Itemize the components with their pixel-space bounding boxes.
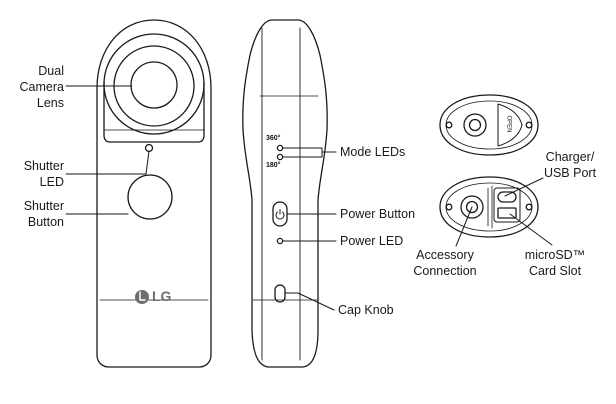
leader-charger-usb	[504, 177, 544, 197]
front-body-outline	[96, 19, 212, 368]
cap-knob[interactable]	[274, 284, 286, 303]
cap-closed-inner	[445, 100, 533, 150]
accessory-connection-inner	[465, 200, 479, 214]
lg-logo-mark	[139, 291, 146, 301]
leader-microsd	[509, 213, 553, 246]
lg-logo-circle	[135, 290, 149, 304]
cap-open-outline	[439, 176, 539, 238]
leader-shutter-led-2	[145, 150, 150, 175]
label-dual-camera-lens: Dual Camera Lens	[20, 63, 64, 111]
cap-closed-screw-right	[525, 121, 533, 129]
brand-logo-text: LG	[152, 288, 172, 304]
mode-led-360	[276, 144, 284, 152]
label-line: Shutter	[23, 199, 64, 213]
side-body-outline	[242, 19, 328, 368]
cap-open-screw-right	[525, 203, 533, 211]
label-line: Card Slot	[528, 264, 582, 278]
label-microsd-card-slot: microSD™ Card Slot	[515, 247, 595, 279]
front-view	[96, 19, 212, 368]
label-line: Shutter	[23, 159, 64, 173]
marking-180: 180°	[266, 162, 281, 169]
front-lens-housing	[103, 81, 205, 143]
microsd-slot[interactable]	[497, 207, 517, 219]
label-line: Accessory	[416, 248, 474, 262]
cap-closed-mount-inner	[468, 118, 482, 132]
marking-open: OPEN	[505, 115, 512, 133]
label-line: Lens	[36, 96, 64, 110]
leader-lines	[65, 85, 553, 311]
leader-accessory	[455, 206, 473, 247]
lens-outer-ring	[103, 33, 205, 135]
label-cap-knob: Cap Knob	[338, 303, 394, 317]
power-led	[276, 237, 284, 245]
label-line: USB Port	[543, 166, 597, 180]
label-line: Connection	[413, 264, 477, 278]
label-shutter-led: Shutter LED	[24, 158, 64, 190]
label-line: Dual	[38, 64, 64, 78]
cap-open-inner	[445, 182, 533, 232]
cap-closed-outline	[439, 94, 539, 156]
label-power-button: Power Button	[340, 207, 416, 221]
label-line: Charger/	[545, 150, 595, 164]
accessory-connection-outer	[460, 195, 484, 219]
mode-led-180	[276, 153, 284, 161]
shutter-button[interactable]	[127, 174, 173, 220]
cap-closed-screw-left	[445, 121, 453, 129]
marking-360: 360°	[266, 135, 281, 142]
cap-open-view	[439, 176, 539, 238]
side-view	[242, 19, 328, 368]
cap-open-screw-left	[445, 203, 453, 211]
lens-center	[130, 61, 178, 109]
cap-closed-view	[439, 94, 539, 156]
usb-port[interactable]	[497, 191, 517, 203]
leader-cap-knob-b	[297, 292, 335, 311]
port-bay	[493, 187, 521, 223]
label-charger-usb-port: Charger/ USB Port	[530, 149, 610, 181]
label-line: Camera	[19, 80, 64, 94]
label-line: microSD™	[524, 248, 586, 262]
cap-closed-mount-outer	[463, 113, 487, 137]
label-shutter-button: Shutter Button	[24, 198, 64, 230]
label-line: Button	[27, 215, 64, 229]
label-power-led: Power LED	[340, 234, 404, 248]
label-mode-leds: Mode LEDs	[340, 145, 406, 159]
cap-closed-door	[497, 103, 523, 147]
leader-mode-leds-bracket	[282, 147, 323, 158]
shutter-led	[144, 143, 154, 153]
label-line: LED	[39, 175, 64, 189]
power-icon	[275, 209, 285, 220]
label-accessory-connection: Accessory Connection	[405, 247, 485, 279]
